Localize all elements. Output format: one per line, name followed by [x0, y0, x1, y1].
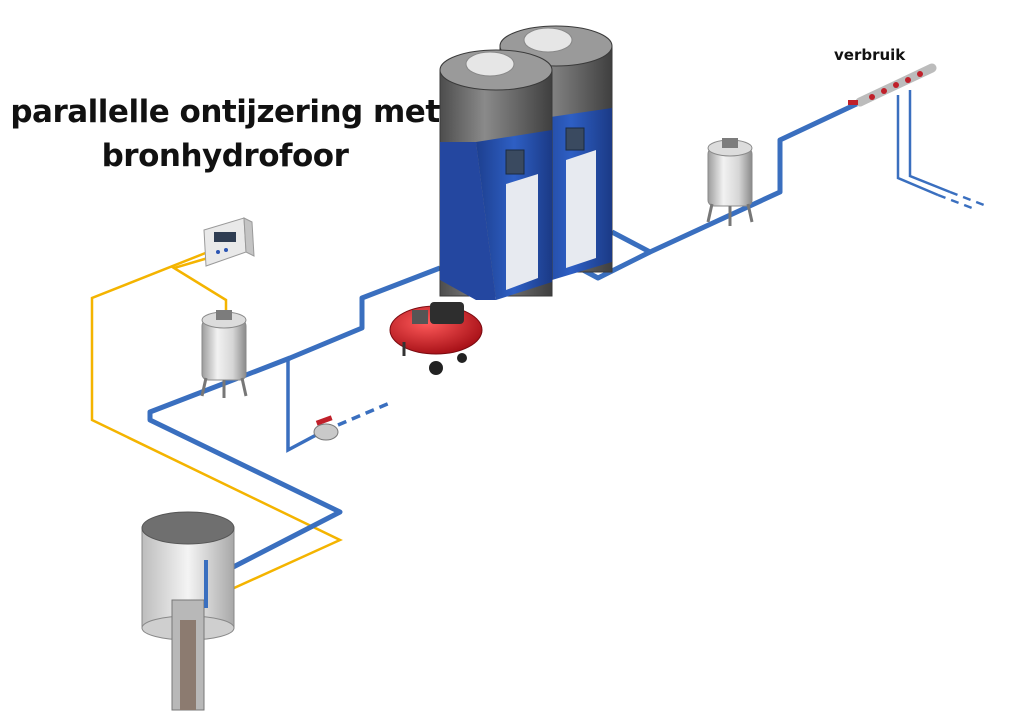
diagram-title: parallelle ontijzering met bronhydrofoor [10, 90, 440, 178]
ball-valve [313, 415, 339, 441]
valve-branch-pipe [286, 360, 393, 453]
consumer-manifold [848, 63, 937, 107]
control-box [203, 217, 255, 267]
well-shaft [141, 511, 235, 711]
air-compressor [389, 302, 483, 375]
signal-cable [90, 250, 343, 610]
pressure-vessel-right [706, 138, 754, 226]
diagram-title-line-2: bronhydrofoor [101, 138, 349, 174]
control-display-icon [214, 232, 236, 242]
filter-front-controller-icon [505, 149, 525, 175]
pressure-vessel-left [200, 310, 248, 398]
diagram-title-line-1: parallelle ontijzering met [10, 94, 440, 130]
consumer-branches [896, 90, 985, 210]
filter-back-controller-icon [565, 127, 585, 151]
iron-removal-filter-front [439, 49, 553, 300]
well-pump-icon [180, 620, 196, 710]
consumer-label: verbruik [834, 46, 906, 64]
